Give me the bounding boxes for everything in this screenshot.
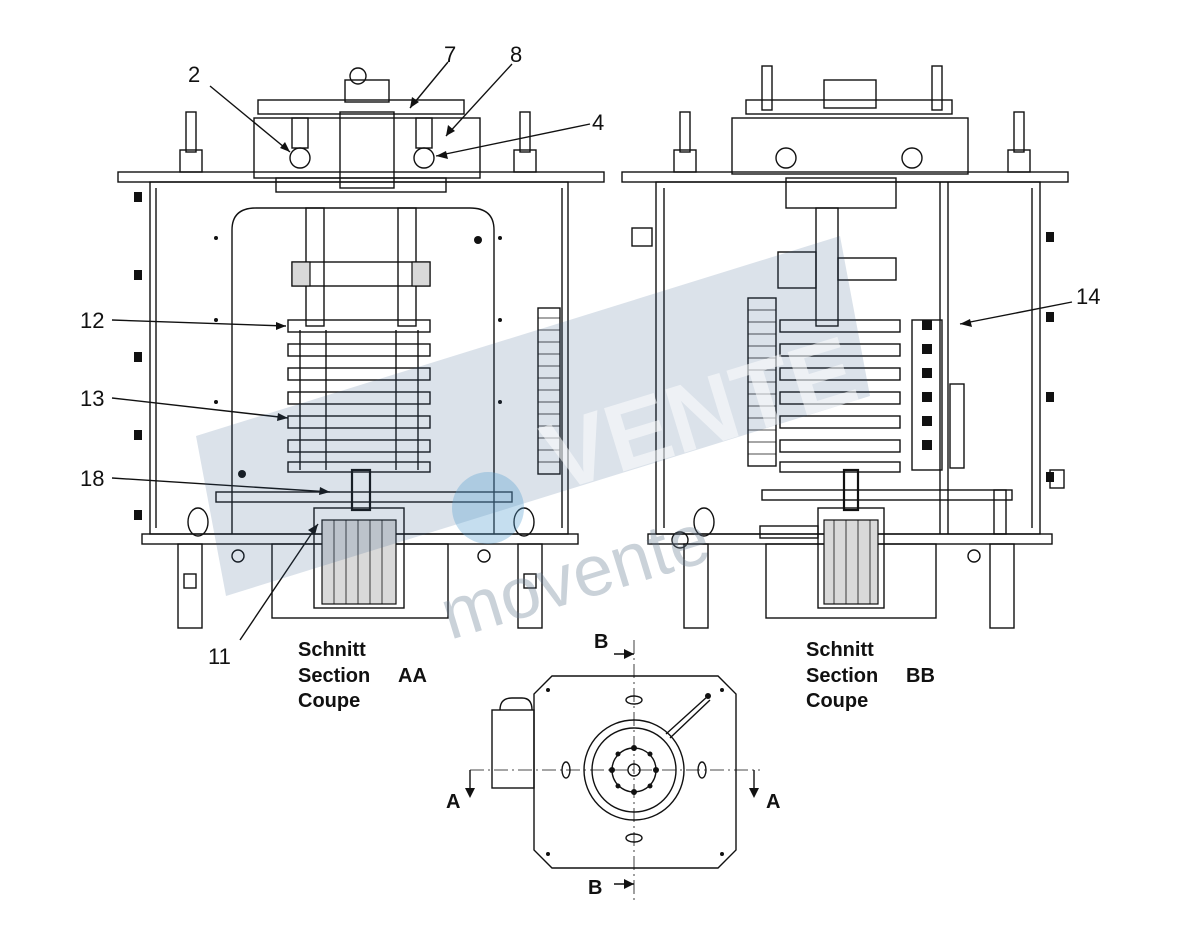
section-bb-view <box>621 65 1069 629</box>
callout-2: 2 <box>188 62 200 87</box>
section-mark-b-top: B <box>594 631 608 653</box>
section-aa-line1: Schnitt <box>298 639 366 661</box>
section-aa-caption: Schnitt Section AA Coupe <box>298 639 427 712</box>
watermark: VENTE movente <box>196 236 870 655</box>
callout-18: 18 <box>80 466 104 491</box>
section-aa-view <box>117 67 605 629</box>
section-mark-a-right: A <box>766 791 780 813</box>
callout-4: 4 <box>592 110 604 135</box>
callout-11: 11 <box>208 644 231 669</box>
watermark-logo-icon <box>452 472 524 544</box>
callout-7: 7 <box>444 42 456 67</box>
callout-8: 8 <box>510 42 522 67</box>
callout-12: 12 <box>80 308 104 333</box>
leader-lines <box>111 61 1073 641</box>
section-bb-caption: Schnitt Section BB Coupe <box>806 639 935 712</box>
section-bb-line1: Schnitt <box>806 639 874 661</box>
section-aa-line2: Section <box>298 665 370 687</box>
section-aa-line3: Coupe <box>298 690 360 712</box>
contact-stack-aa <box>287 319 431 473</box>
section-bb-line3: Coupe <box>806 690 868 712</box>
section-aa-mark: AA <box>398 665 427 687</box>
section-bb-line2: Section <box>806 665 878 687</box>
callout-labels: 2 7 8 4 12 13 18 11 14 <box>80 42 1100 669</box>
section-mark-b-bottom: B <box>588 877 602 899</box>
callout-14: 14 <box>1076 284 1100 309</box>
plan-view <box>465 640 760 900</box>
callout-13: 13 <box>80 386 104 411</box>
section-mark-a-left: A <box>446 791 460 813</box>
section-bb-mark: BB <box>906 665 935 687</box>
plan-view-marks: A A B B <box>446 631 780 899</box>
contact-stack-bb <box>779 319 901 473</box>
